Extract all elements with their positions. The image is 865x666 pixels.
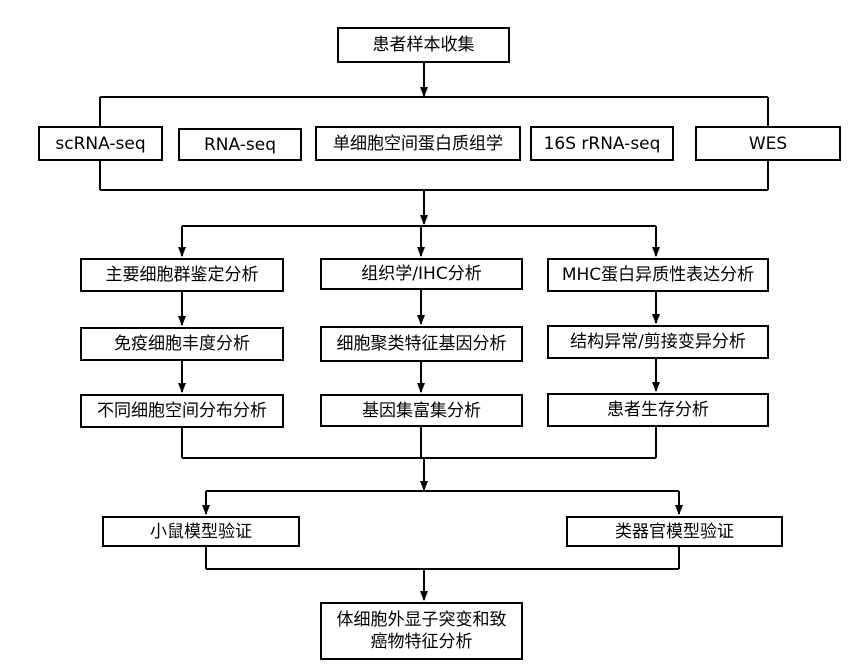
node-somatic-mutation-signature-line1: 体细胞外显子突变和致 bbox=[336, 610, 507, 630]
node-mouse-model: 小鼠模型验证 bbox=[102, 516, 300, 547]
node-patient-survival-label: 患者生存分析 bbox=[607, 400, 709, 420]
node-somatic-mutation-signature: 体细胞外显子突变和致 癌物特征分析 bbox=[320, 602, 523, 660]
node-splicing-variants-label: 结构异常/剪接变异分析 bbox=[570, 332, 746, 352]
node-rna-seq: RNA-seq bbox=[178, 128, 302, 161]
node-immune-abundance: 免疫细胞丰度分析 bbox=[80, 327, 284, 361]
node-histology-ihc: 组织学/IHC分析 bbox=[320, 258, 523, 290]
node-rna-seq-label: RNA-seq bbox=[203, 134, 277, 155]
node-main-cell-populations-label: 主要细胞群鉴定分析 bbox=[105, 265, 259, 285]
node-mouse-model-label: 小鼠模型验证 bbox=[150, 521, 252, 542]
node-spatial-proteomics-label: 单细胞空间蛋白质组学 bbox=[333, 133, 503, 154]
node-cluster-genes-label: 细胞聚类特征基因分析 bbox=[336, 334, 507, 354]
node-wes-label: WES bbox=[748, 133, 788, 154]
node-organoid-model-label: 类器官模型验证 bbox=[615, 521, 734, 542]
node-wes: WES bbox=[695, 126, 841, 161]
node-cluster-genes: 细胞聚类特征基因分析 bbox=[320, 326, 523, 362]
node-gene-set-enrichment: 基因集富集分析 bbox=[320, 394, 523, 427]
node-gene-set-enrichment-label: 基因集富集分析 bbox=[362, 400, 481, 421]
node-scrna-seq-label: scRNA-seq bbox=[55, 133, 146, 154]
node-main-cell-populations: 主要细胞群鉴定分析 bbox=[80, 258, 284, 292]
node-mhc-expression: MHC蛋白异质性表达分析 bbox=[547, 258, 769, 292]
node-somatic-mutation-signature-line2: 癌物特征分析 bbox=[370, 632, 473, 652]
node-splicing-variants: 结构异常/剪接变异分析 bbox=[547, 325, 769, 359]
node-spatial-distribution-label: 不同细胞空间分布分析 bbox=[97, 401, 267, 421]
node-mhc-expression-label: MHC蛋白异质性表达分析 bbox=[561, 265, 755, 285]
node-patient-survival: 患者生存分析 bbox=[547, 393, 769, 427]
node-immune-abundance-label: 免疫细胞丰度分析 bbox=[114, 334, 250, 354]
node-organoid-model: 类器官模型验证 bbox=[566, 516, 783, 547]
node-16s-rrna-seq-label: 16S rRNA-seq bbox=[543, 133, 661, 154]
node-sample-collection-label: 患者样本收集 bbox=[372, 35, 475, 55]
node-spatial-proteomics: 单细胞空间蛋白质组学 bbox=[315, 126, 521, 161]
node-scrna-seq: scRNA-seq bbox=[38, 126, 163, 161]
node-histology-ihc-label: 组织学/IHC分析 bbox=[361, 264, 482, 284]
node-16s-rrna-seq: 16S rRNA-seq bbox=[530, 126, 674, 161]
node-spatial-distribution: 不同细胞空间分布分析 bbox=[80, 394, 284, 428]
node-sample-collection: 患者样本收集 bbox=[337, 27, 510, 63]
